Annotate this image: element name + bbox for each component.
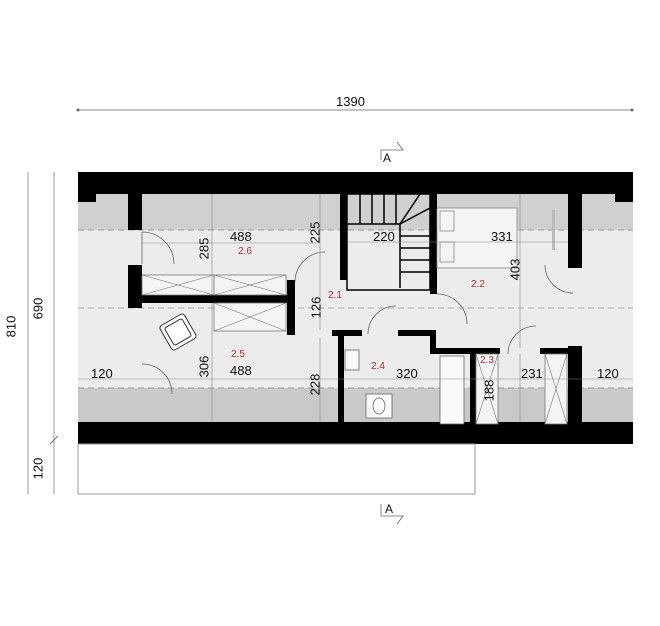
- section-marker-top: A: [383, 151, 392, 165]
- terrace-depth-dim: 120: [30, 457, 46, 480]
- room-2-2-depth-dim: 403: [507, 258, 523, 281]
- closet-dim: 231: [521, 366, 543, 381]
- left-eave-dim: 120: [91, 366, 113, 381]
- stair-dim: 220: [373, 229, 395, 244]
- room-2-3-dim: 188: [481, 379, 497, 402]
- room-2-6-depth-dim: 285: [196, 237, 212, 260]
- room-2-6-width-dim: 488: [230, 229, 252, 244]
- room-2-5-depth-dim: 306: [196, 355, 212, 378]
- right-eave-dim: 120: [597, 366, 619, 381]
- room-label-2-6: 2.6: [238, 246, 252, 257]
- room-2-4-width-dim: 320: [396, 366, 418, 381]
- room-label-2-4: 2.4: [371, 361, 385, 372]
- room-label-2-1: 2.1: [328, 290, 342, 301]
- room-2-5-width-dim: 488: [230, 363, 252, 378]
- overall-width-dim: 1390: [336, 94, 365, 109]
- room-label-2-3: 2.3: [480, 355, 494, 366]
- overall-depth-dim: 810: [3, 315, 19, 338]
- inner-depth-dim: 690: [30, 297, 46, 320]
- room-2-1-dim: 126: [308, 296, 324, 319]
- section-marker-bottom: A: [385, 502, 394, 516]
- room-label-2-5: 2.5: [231, 349, 245, 360]
- room-label-2-2: 2.2: [471, 279, 485, 290]
- room-2-4-knee-dim: 228: [307, 373, 323, 396]
- room-2-6-knee-dim: 225: [307, 221, 323, 244]
- room-2-2-width-dim: 331: [491, 229, 513, 244]
